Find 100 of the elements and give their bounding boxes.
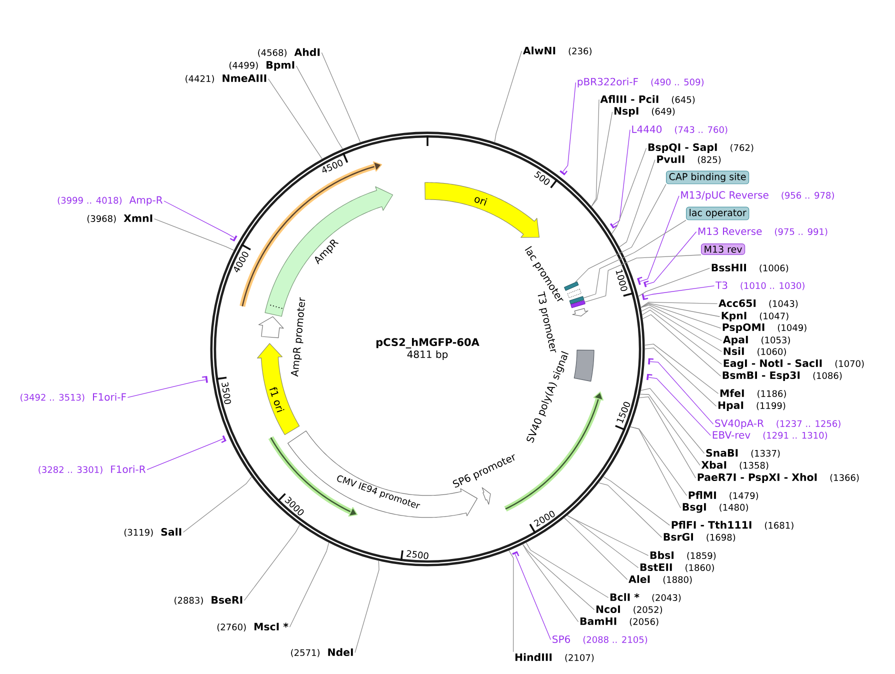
feature-tag: CAP binding site [666,170,750,184]
enzyme-site-label: BbsI (1859) [650,551,716,560]
leader-line [508,550,514,652]
leader-line [244,524,300,601]
leader-line [591,99,600,207]
feature-arc: ori [424,182,540,238]
enzyme-site-label: BsrGI (1698) [664,533,736,542]
leader-line [354,560,380,653]
leader-line [640,302,718,308]
scale-label: 3500 [222,382,231,404]
enzyme-site-label: Acc65I (1043) [718,299,798,308]
leader-line [640,394,700,466]
enzyme-site-label: BssHII (1006) [712,264,788,272]
enzyme-site-label: BspQI - SapI (762) [648,143,754,153]
primer-label: M13 Reverse (975 .. 991) [698,227,828,236]
scale-label: 1500 [616,402,630,424]
primer-label: (3999 .. 4018) Amp-R [58,196,163,206]
enzyme-site-label: BamHI (2056) [580,617,658,626]
feature-tag: M13 rev [701,244,746,255]
enzyme-site-label: ApaI (1053) [722,336,790,346]
feature-marker [569,296,584,304]
enzyme-site-label: (3968) XmnI [87,214,152,224]
leader-line [630,426,688,496]
leader-line [289,542,330,628]
leader-line [321,52,361,143]
leader-line [584,254,702,302]
enzyme-site-label: XbaI (1358) [701,460,768,470]
leader-line [574,184,666,283]
leader-line [642,314,722,376]
leader-line [526,542,609,598]
enzyme-site-label: KpnI (1047) [722,312,788,322]
primer-site-mark [221,435,226,444]
enzyme-site-label: HindIII (2107) [515,653,594,662]
leader-line [638,396,696,478]
leader-line [522,544,595,610]
leader-line [611,148,647,234]
enzyme-site-label: NcoI (2052) [596,605,662,614]
enzyme-site-label: PflMI (1479) [688,491,758,500]
leader-line [630,426,682,508]
primer-label: (3492 .. 3513) F1ori-F [20,392,126,402]
scale-label: 500 [534,171,550,185]
leader-line [514,554,552,640]
primer-label: pBR322ori-F (490 .. 509) [578,78,704,88]
feature-marker [570,300,586,308]
leader-line [619,159,656,248]
primer-label: EBV-rev (1291 .. 1310) [712,431,828,440]
enzyme-site-label: (2883) BseRI [174,596,242,605]
enzyme-site-label: PvuII (825) [657,155,721,164]
primer-site-mark [202,376,208,383]
leader-line [646,231,697,285]
leader-line [644,285,715,297]
leader-line [154,218,234,251]
leader-line [562,82,576,172]
enzyme-site-label: (4499) BpmI [229,61,294,71]
leader-line [522,544,579,622]
enzyme-site-label: BsgI (1480) [682,503,748,513]
enzyme-site-label: (3119) SalI [124,528,182,537]
leader-line [644,348,717,407]
leader-line [640,388,705,454]
enzyme-site-label: HpaI (1199) [718,401,786,411]
leader-line [564,518,628,580]
primer-label: (3282 .. 3301) F1ori-R [38,465,146,474]
enzyme-site-label: PaeR7I - PspXI - XhoI (1366) [698,473,859,483]
scale-label: 4000 [234,252,248,272]
primer-site-mark [230,235,238,242]
leader-line [146,438,224,470]
leader-line [640,304,722,341]
scale-label: 2500 [406,550,428,560]
primer-label: SV40pA-R (1237 .. 1256) [715,419,840,429]
enzyme-site-label: MfeI (1186) [720,389,786,398]
leader-line [640,304,722,328]
primer-site-mark [610,223,618,229]
primer-site-mark [646,374,652,380]
leader-line [182,476,252,533]
primer-label: M13/pUC Reverse (956 .. 978) [681,191,834,201]
enzyme-site-label: (2571) NdeI [291,648,353,658]
enzyme-site-label: NsiI (1060) [724,347,786,356]
enzyme-site-label: (4421) NmeAIII [186,74,266,84]
enzyme-site-label: (4568) AhdI [258,48,320,58]
enzyme-site-label: AflIII - PciI (645) [600,95,695,104]
primer-label: SP6 (2088 .. 2105) [552,635,648,644]
leader-line [598,482,662,538]
leader-line [494,50,522,143]
enzyme-site-label: AleI (1880) [628,575,692,584]
enzyme-site-label: EagI - NotI - SacII (1070) [724,359,864,370]
leader-line [164,200,235,238]
primer-site-mark [512,551,520,556]
leader-line [591,112,613,207]
feature-marker [564,281,579,291]
enzyme-site-label: PspOMI (1049) [722,323,806,333]
leader-line [127,380,206,398]
feature-tag: lac operator [686,206,750,220]
enzyme-site-label: BsmBI - Esp3I (1086) [722,371,842,381]
enzyme-site-label: (2760) MscI * [217,622,288,632]
enzyme-site-label: AlwNI (236) [522,46,592,56]
leader-line [583,220,686,298]
leader-line [566,515,639,568]
enzyme-site-label: SnaBI (1337) [706,449,780,458]
enzyme-site-label: PflFI - Tth111I (1681) [672,520,794,530]
leader-line [650,361,714,425]
